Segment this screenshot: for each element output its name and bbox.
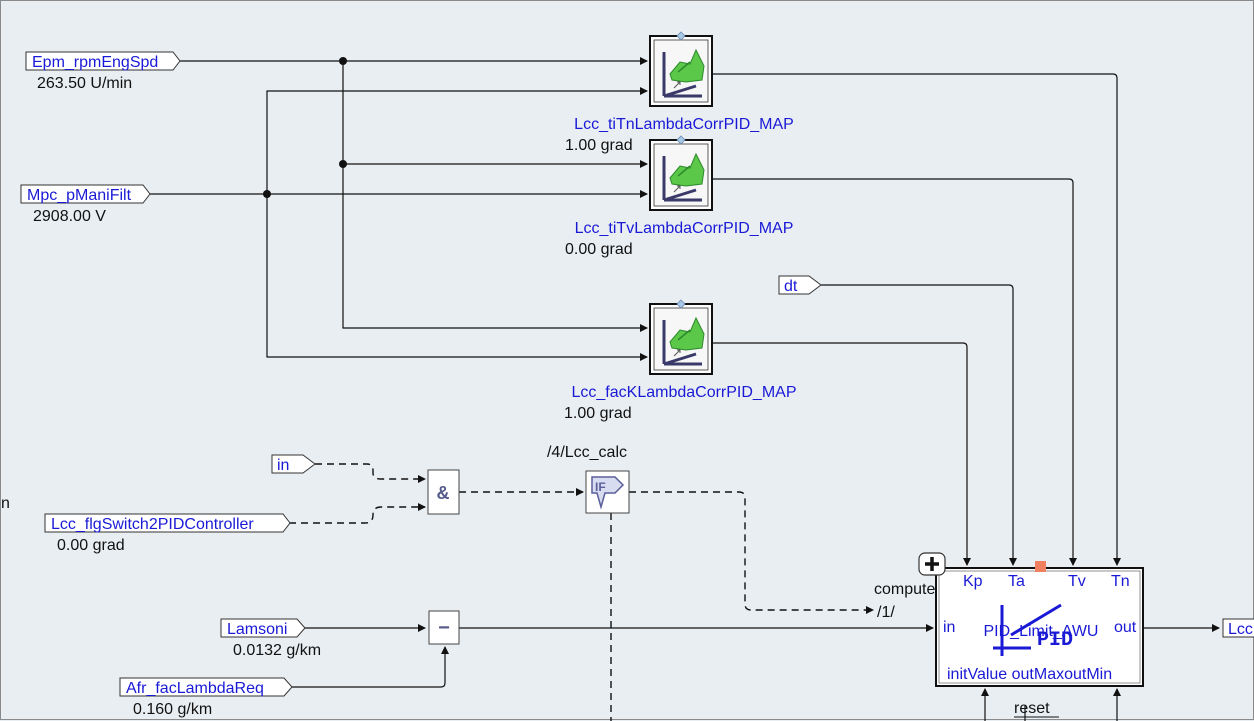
- pid-port-in: in: [943, 619, 955, 636]
- pid-port-kp: Kp: [963, 573, 983, 590]
- pid-expand-button[interactable]: [918, 552, 946, 576]
- output-lcc-name: Lcc: [1228, 621, 1253, 638]
- pid-title: PID_Limit_AWU: [984, 623, 1099, 640]
- input-lamsoni[interactable]: Lamsoni 0.0132 g/km: [220, 618, 321, 659]
- map-icon: [648, 298, 714, 376]
- input-lamsoni-name: Lamsoni: [227, 621, 287, 638]
- input-epm[interactable]: Epm_rpmEngSpd 263.50 U/min: [25, 51, 181, 92]
- and-symbol: &: [437, 483, 450, 503]
- output-lcc[interactable]: Lcc: [1222, 618, 1254, 638]
- compute-sequence: /1/: [877, 604, 895, 621]
- and-block[interactable]: &: [427, 469, 460, 515]
- plus-icon: [925, 557, 939, 571]
- pid-ports-bottom: initValue outMaxoutMin: [947, 666, 1112, 683]
- input-afr-name: Afr_facLambdaReq: [126, 680, 264, 697]
- input-epm-value: 263.50 U/min: [37, 75, 132, 92]
- input-dt-name: dt: [784, 278, 798, 295]
- pid-port-out: out: [1114, 619, 1137, 636]
- edge-text-fragment: n: [1, 495, 10, 512]
- input-afr-value: 0.160 g/km: [133, 701, 212, 718]
- input-flg[interactable]: Lcc_flgSwitch2PIDController 0.00 grad: [44, 513, 291, 554]
- minus-block[interactable]: −: [428, 610, 460, 645]
- map-name: Lcc_tiTvLambdaCorrPID_MAP: [575, 220, 794, 237]
- if-block-label: /4/Lcc_calc: [547, 444, 627, 461]
- input-in[interactable]: in: [271, 454, 316, 474]
- pid-logo-icon: [993, 603, 1062, 656]
- input-flg-value: 0.00 grad: [57, 537, 125, 554]
- signal-wires: [149, 57, 1220, 721]
- map-icon: [648, 30, 714, 108]
- input-in-name: in: [277, 457, 289, 474]
- input-lamsoni-value: 0.0132 g/km: [233, 642, 321, 659]
- map-value: 1.00 grad: [565, 137, 633, 154]
- map-name: Lcc_tiTnLambdaCorrPID_MAP: [574, 116, 794, 133]
- reset-label: reset: [1014, 700, 1050, 717]
- input-mpc-name: Mpc_pManiFilt: [27, 187, 132, 204]
- junction-dots: [263, 57, 347, 198]
- map-value: 0.00 grad: [565, 241, 633, 258]
- map-block-fack[interactable]: Lcc_facKLambdaCorrPID_MAP 1.00 grad: [564, 298, 797, 422]
- map-icon: [648, 134, 714, 212]
- map-block-tv[interactable]: Lcc_tiTvLambdaCorrPID_MAP 0.00 grad: [565, 134, 794, 258]
- if-symbol: IF: [595, 480, 606, 494]
- pid-block[interactable]: PID PID_Limit_AWU Kp Ta Tv Tn in out ini…: [935, 561, 1144, 687]
- pid-port-ta: Ta: [1008, 573, 1025, 590]
- minus-symbol: −: [438, 617, 450, 639]
- input-mpc[interactable]: Mpc_pManiFilt 2908.00 V: [20, 184, 151, 225]
- map-block-tn[interactable]: Lcc_tiTnLambdaCorrPID_MAP 1.00 grad: [565, 30, 794, 154]
- input-afr[interactable]: Afr_facLambdaReq 0.160 g/km: [119, 677, 293, 718]
- input-flg-name: Lcc_flgSwitch2PIDController: [51, 516, 254, 533]
- input-mpc-value: 2908.00 V: [33, 208, 106, 225]
- pid-port-tn: Tn: [1111, 573, 1130, 590]
- map-name: Lcc_facKLambdaCorrPID_MAP: [572, 384, 797, 401]
- input-epm-name: Epm_rpmEngSpd: [32, 54, 158, 71]
- compute-label: compute: [874, 581, 935, 598]
- if-block[interactable]: /4/Lcc_calc IF: [547, 444, 630, 514]
- pid-port-tv: Tv: [1068, 573, 1086, 590]
- pid-logo-text: PID: [1037, 629, 1073, 652]
- if-icon: [591, 476, 625, 510]
- input-dt[interactable]: dt: [778, 275, 822, 295]
- map-value: 1.00 grad: [564, 405, 632, 422]
- pid-status-marker: [1035, 561, 1046, 572]
